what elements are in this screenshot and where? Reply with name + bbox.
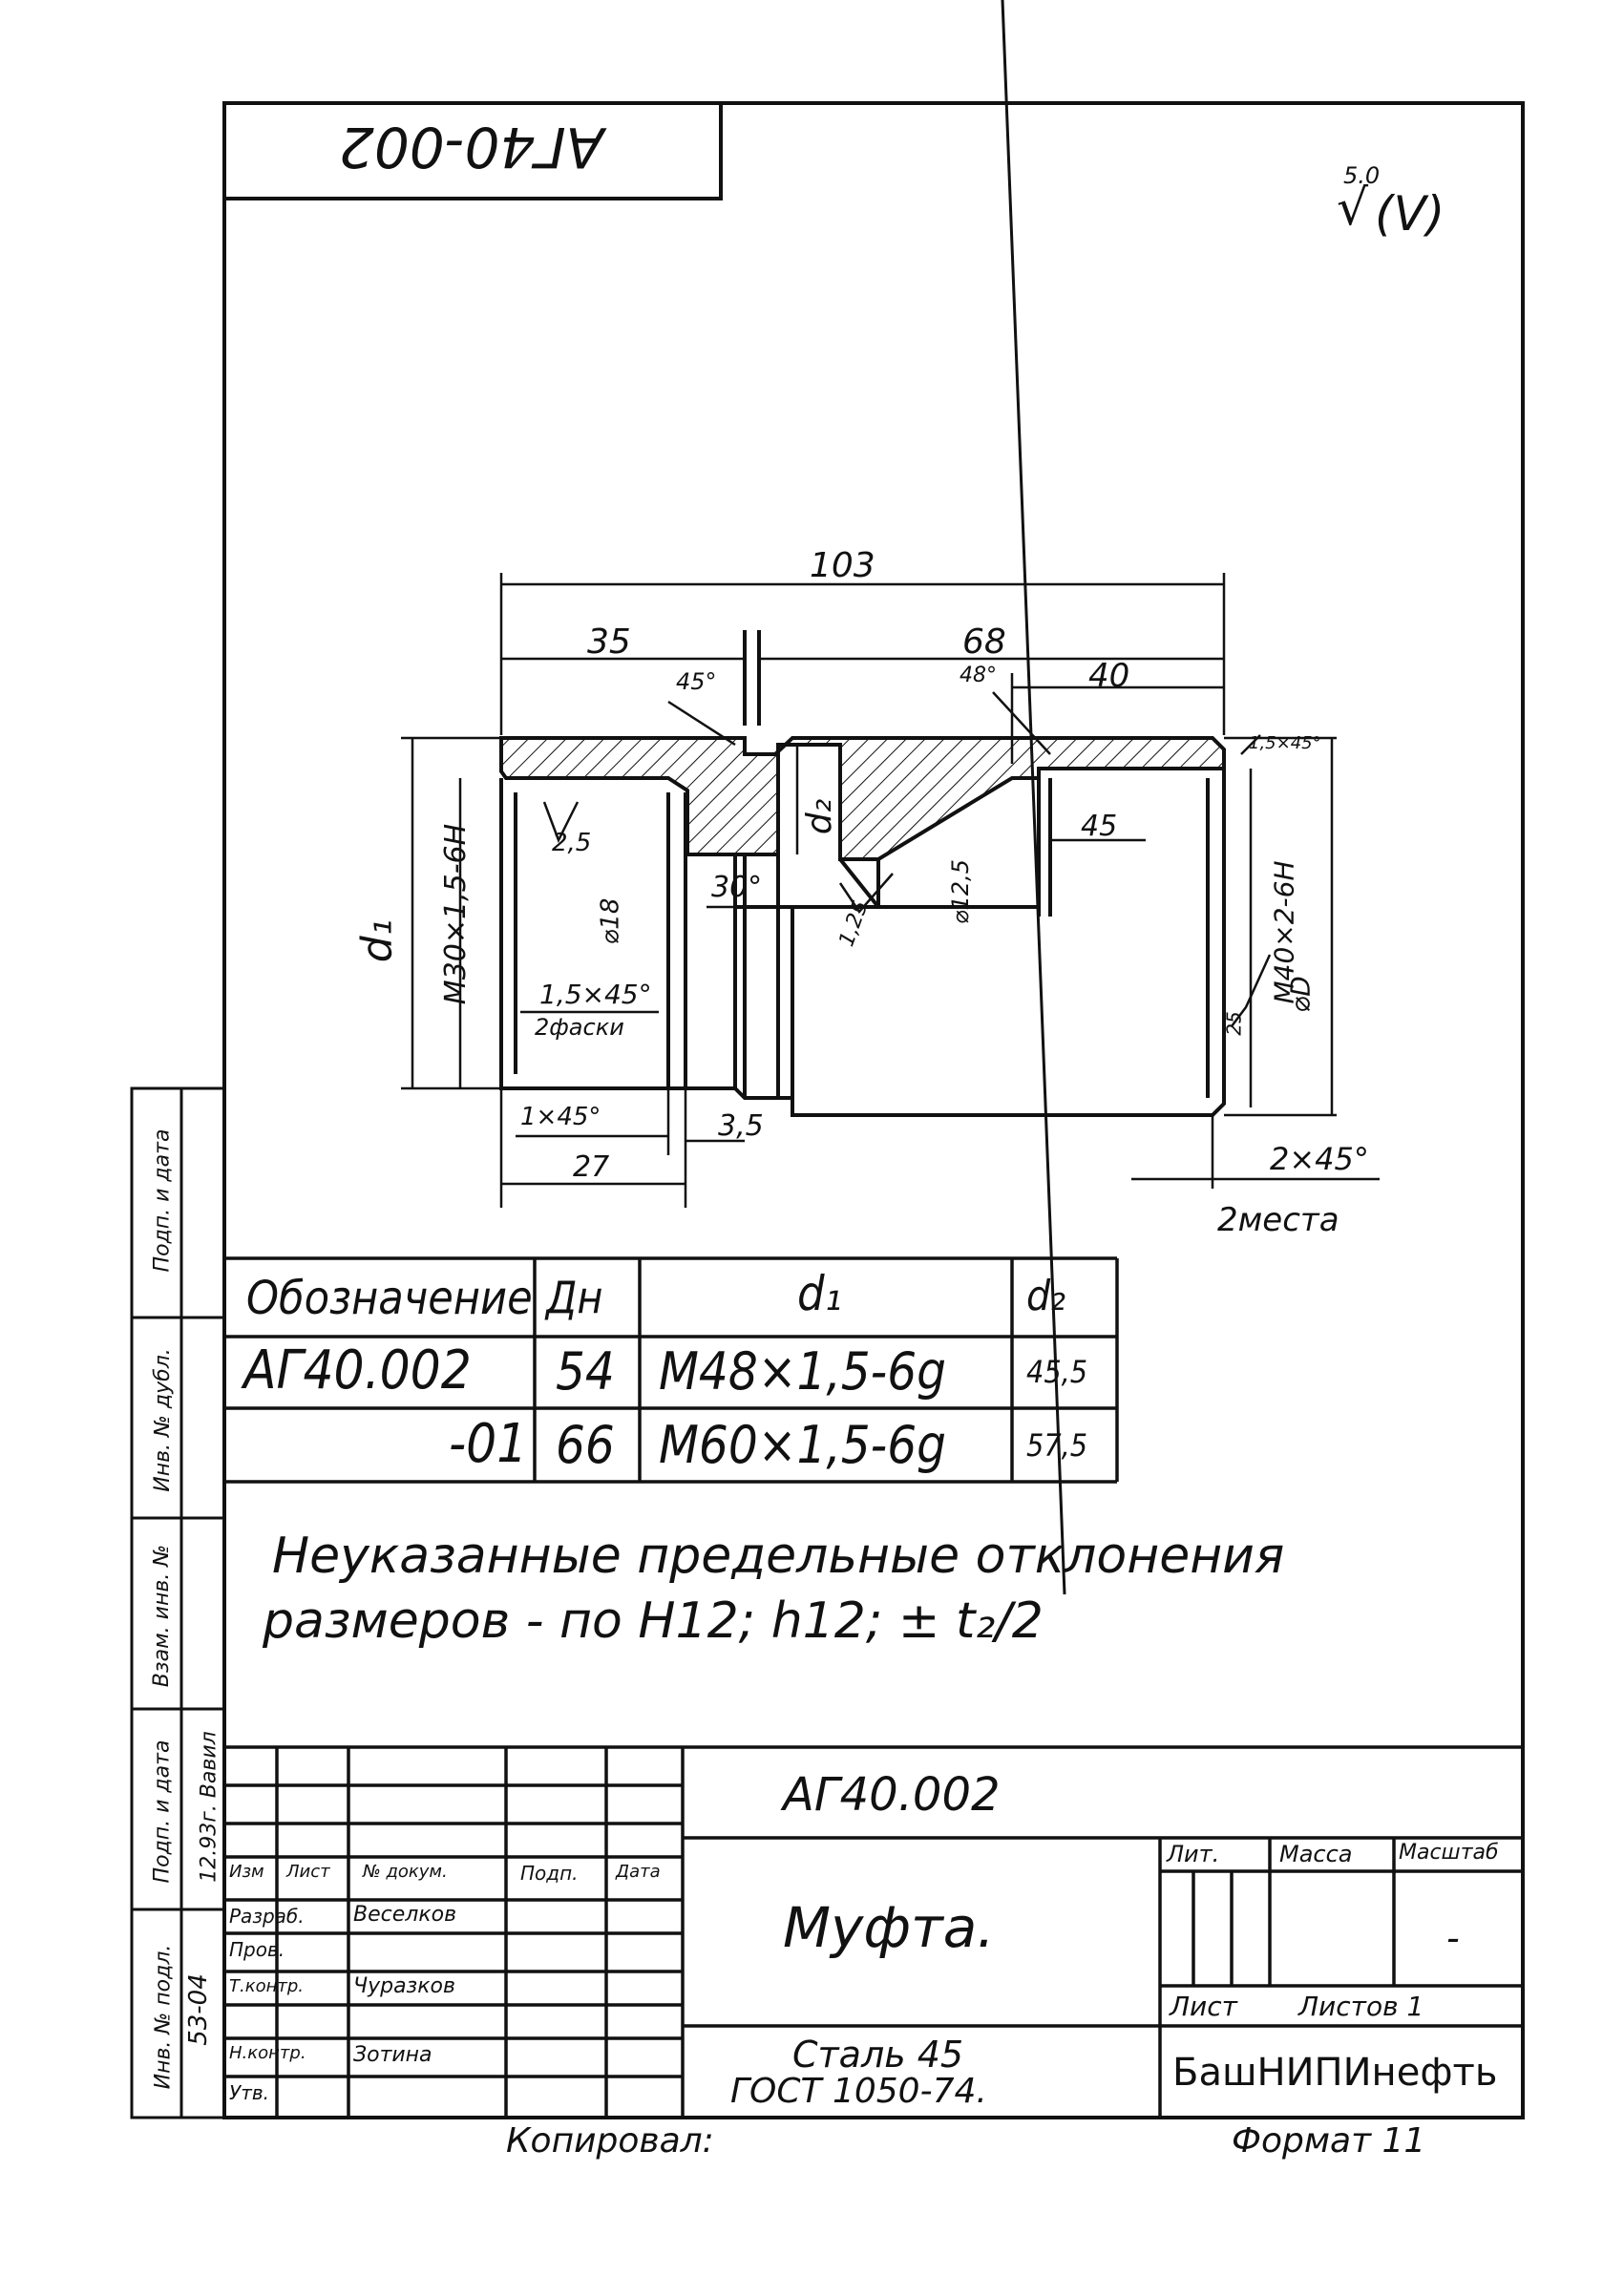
dim-dia-125: ⌀12,5 [946, 859, 974, 924]
variants-row-1-d2: 45,5 [1026, 1354, 1088, 1390]
title-block-grid [224, 1745, 1523, 2118]
dim-angle-45: 45° [676, 668, 717, 695]
role-tcontr-name: Чуразков [353, 1974, 455, 1998]
rev-hdr-doc: № докум. [363, 1862, 448, 1882]
variants-header-designation: Обозначение [246, 1272, 533, 1325]
rev-hdr-date: Дата [616, 1862, 661, 1882]
dim-len-27: 27 [573, 1150, 610, 1184]
variants-row-2-d1: M60×1,5-6g [659, 1415, 946, 1475]
title-designation: АГ40.002 [783, 1768, 1001, 1822]
role-tcontr: Т.контр. [229, 1976, 305, 1996]
dim-d2: d₂ [800, 798, 840, 835]
caption-format: Формат 11 [1232, 2121, 1426, 2161]
title-sheets: Листов 1 [1298, 1991, 1424, 2022]
title-hdr-scale: Масштаб [1399, 1841, 1499, 1865]
side-label-5: Инв. № подл. [151, 1944, 176, 2090]
title-hdr-lit: Лит. [1167, 1841, 1220, 1867]
title-material-2: ГОСТ 1050-74. [730, 2072, 987, 2111]
variants-table-grid [224, 1256, 1119, 1484]
variants-header-d1: d₁ [797, 1266, 842, 1321]
role-developer-name: Веселков [353, 1903, 457, 1927]
dim-rough-right: 25 [1222, 1011, 1246, 1036]
variants-header-d2: d₂ [1026, 1272, 1065, 1320]
dim-places: 2места [1217, 1201, 1339, 1239]
variants-row-2-d2: 57,5 [1026, 1427, 1088, 1464]
variants-row-2-dn: 66 [556, 1415, 615, 1475]
dim-overall: 103 [810, 546, 875, 585]
dim-chamfer-note: 2фаски [535, 1014, 624, 1041]
side-strip [130, 1086, 226, 2119]
variants-row-2-designation: -01 [449, 1413, 528, 1475]
note-line-1: Неуказанные предельные отклонения [272, 1528, 1285, 1585]
note-line-2: размеров - по H12; h12; ± t₂/2 [263, 1592, 1044, 1650]
variants-header-dn: Дн [546, 1272, 603, 1323]
rev-hdr-izm: Изм [229, 1862, 264, 1882]
side-value-date: 12.93г. Вавил [197, 1731, 221, 1883]
note-slash [1001, 0, 1066, 1595]
side-label-4: Подп. и дата [150, 1739, 175, 1884]
role-ncontr-name: Зотина [353, 2043, 432, 2067]
rev-hdr-sign: Подп. [520, 1862, 579, 1885]
side-label-3: Взам. инв. № [150, 1544, 175, 1688]
dim-chamfer-1: 1×45° [520, 1103, 601, 1131]
dim-chamfer-top: 1,5×45° [1249, 733, 1321, 753]
dim-D: ⌀D [1284, 976, 1317, 1013]
title-part-name: Муфта. [783, 1895, 995, 1960]
dim-rough-25a: 2,5 [552, 829, 592, 857]
title-hdr-mass: Масса [1279, 1841, 1353, 1867]
dim-left: 35 [587, 622, 631, 662]
drawing-code-rotated: АГ40-002 [339, 115, 604, 179]
dim-dia-18: ⌀18 [596, 897, 625, 945]
dimension-lines [401, 573, 1380, 1208]
dim-right-total: 68 [962, 622, 1006, 662]
part-section [499, 630, 1226, 1117]
dim-right-bore: 40 [1088, 657, 1130, 695]
roughness-check-icon: √ [1337, 179, 1369, 237]
caption-copied: Копировал: [506, 2121, 714, 2161]
role-checker: Пров. [229, 1938, 285, 1961]
title-sheet: Лист [1170, 1991, 1237, 2022]
side-value-inv: 53-04 [183, 1973, 213, 2046]
roughness-paren: (V) [1375, 186, 1445, 242]
role-ncontr: Н.контр. [229, 2043, 306, 2063]
title-org: БашНИПИнефть [1172, 2051, 1498, 2095]
role-developer: Разраб. [229, 1905, 305, 1928]
dim-angle-48: 48° [960, 664, 997, 687]
variants-row-1-designation: АГ40.002 [243, 1339, 472, 1402]
title-material-1: Сталь 45 [792, 2034, 964, 2076]
dim-chamfer-mid: 1,5×45° [539, 979, 652, 1010]
dim-bore-left-thread: M30×1,5-6H [439, 823, 474, 1005]
dim-angle-30: 30° [711, 871, 763, 904]
side-label-1: Подп. и дата [150, 1128, 175, 1273]
code-box [222, 101, 723, 200]
dim-chamfer-2: 2×45° [1270, 1141, 1369, 1177]
title-scale-value: - [1446, 1917, 1460, 1959]
variants-row-1-d1: M48×1,5-6g [659, 1341, 946, 1402]
rev-hdr-list: Лист [286, 1862, 330, 1882]
side-label-2: Инв. № дубл. [150, 1348, 175, 1492]
dim-groove: 3,5 [718, 1109, 764, 1143]
variants-row-1-dn: 54 [556, 1341, 615, 1402]
roughness-value: 5.0 [1343, 162, 1381, 189]
role-approved: Утв. [229, 2081, 269, 2104]
dim-bore-45: 45 [1081, 810, 1118, 843]
dim-d1: d₁ [352, 918, 402, 963]
